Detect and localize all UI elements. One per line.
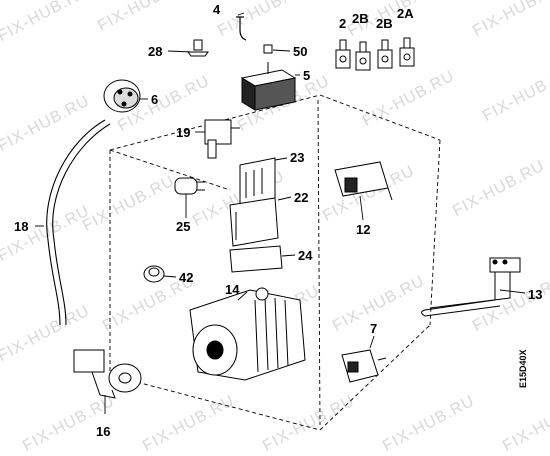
part-13-shape — [421, 257, 521, 317]
part-7-shape — [341, 349, 387, 383]
part-22-shape — [229, 197, 279, 247]
part-19-shape — [204, 119, 240, 159]
part-6-shape — [103, 79, 141, 113]
label-part-5: 5 — [303, 68, 311, 83]
part-12-shape — [334, 161, 393, 201]
label-part-24: 24 — [298, 248, 313, 263]
label-part-18: 18 — [14, 219, 29, 234]
label-part-2b-first: 2B — [352, 11, 369, 26]
label-part-23: 23 — [290, 150, 305, 165]
part-50-shape — [263, 44, 273, 54]
label-part-4: 4 — [213, 2, 221, 17]
label-part-22: 22 — [294, 190, 309, 205]
label-part-16: 16 — [96, 424, 111, 439]
label-part-13: 13 — [528, 287, 543, 302]
label-part-2b-second: 2B — [376, 16, 393, 31]
label-part-12: 12 — [356, 222, 371, 237]
part-16-shape — [73, 349, 142, 399]
label-part-2: 2 — [339, 16, 347, 31]
label-part-7: 7 — [370, 321, 378, 336]
part-28-shape — [187, 39, 209, 57]
label-part-25: 25 — [176, 219, 191, 234]
label-part-28: 28 — [148, 44, 163, 59]
drawing-code: E15D40X — [518, 349, 528, 388]
label-part-50: 50 — [293, 44, 308, 59]
part-25-shape — [174, 177, 205, 195]
leader-lines — [35, 12, 526, 414]
label-part-2a: 2A — [397, 6, 414, 21]
label-part-42: 42 — [179, 270, 194, 285]
label-part-6: 6 — [151, 92, 159, 107]
label-part-19: 19 — [176, 125, 191, 140]
part-18-shape — [46, 119, 111, 326]
switch-group-shapes — [335, 37, 415, 71]
part-14-shape — [189, 287, 306, 381]
label-part-14: 14 — [225, 282, 240, 297]
part-42-shape — [143, 265, 165, 283]
part-24-shape — [229, 245, 283, 273]
part-4-shape — [236, 16, 247, 41]
part-5-shape — [240, 62, 297, 111]
